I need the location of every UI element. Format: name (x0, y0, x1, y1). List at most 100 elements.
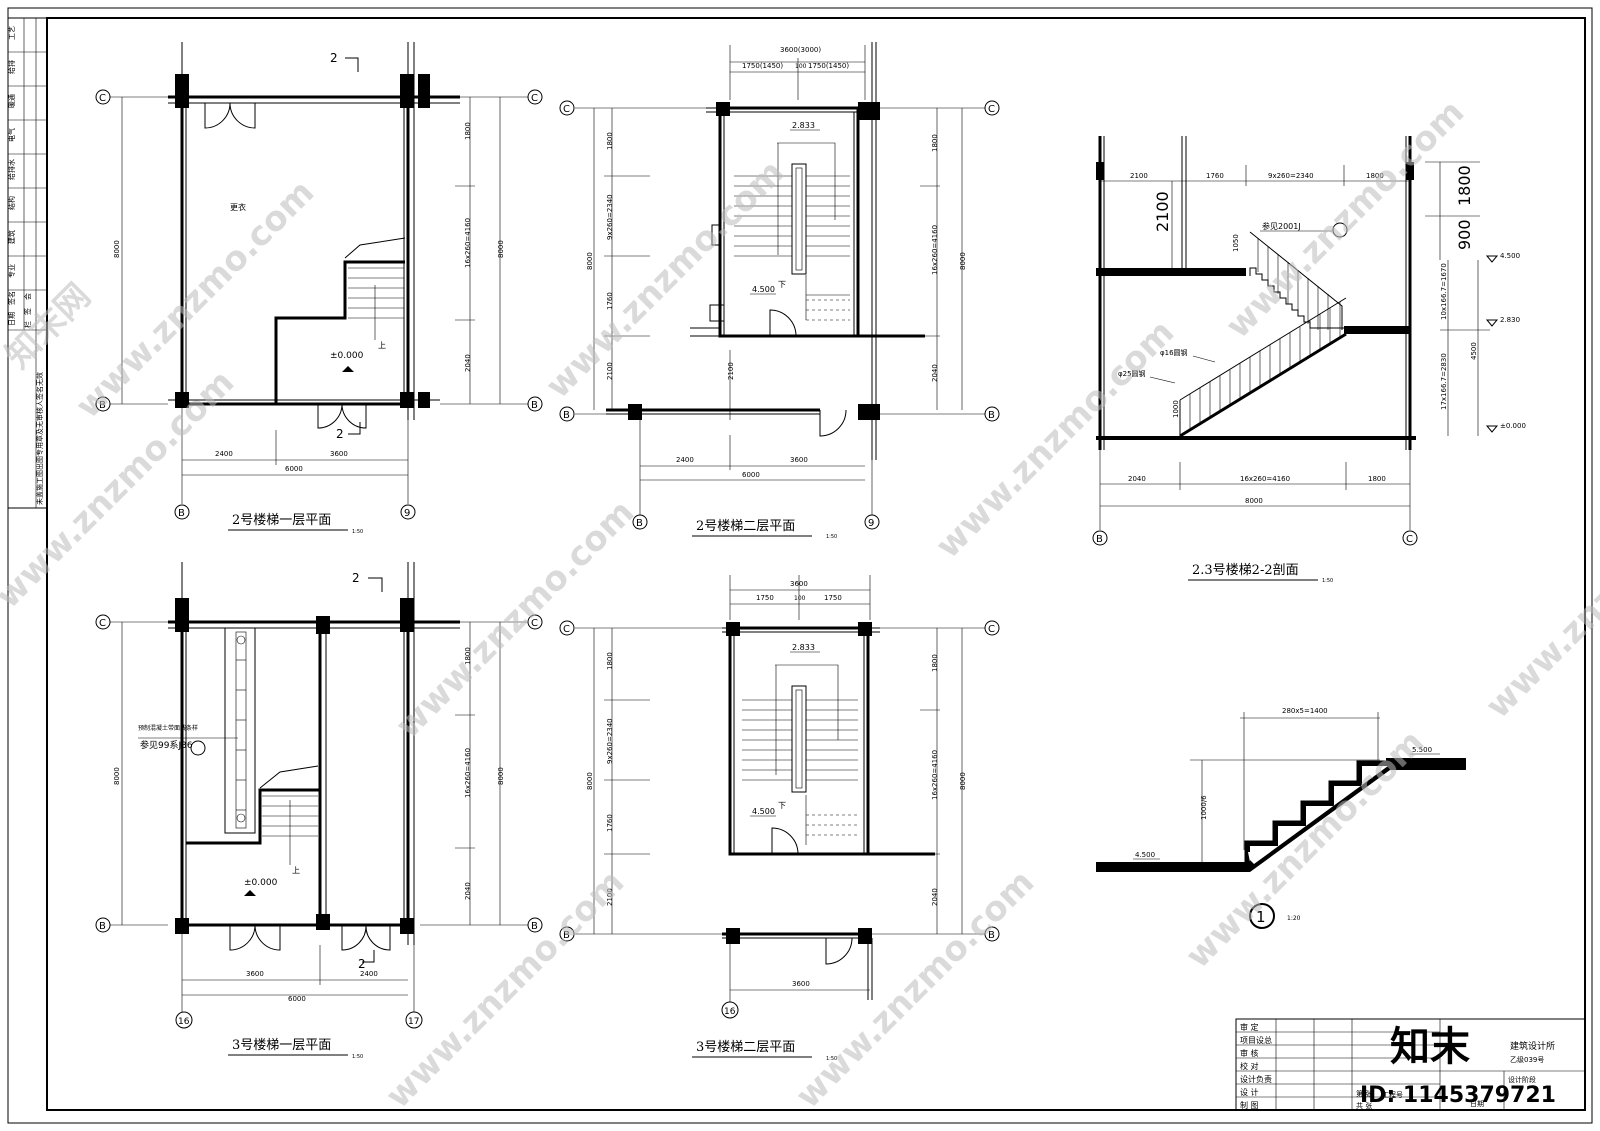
tb-row: 项目设总 (1240, 1035, 1272, 1045)
big-dim-1800: 1800 (1455, 165, 1474, 206)
axis-bubble: 16 (178, 1017, 190, 1027)
sidebar-cell-1: 工艺 (8, 26, 16, 40)
sidebar-cell-10: 日期 (8, 312, 16, 326)
up-arrow-label: 上 (378, 341, 386, 350)
dim: 1760 (1206, 172, 1224, 180)
watermark-logo: 知末 (1390, 1024, 1470, 1070)
sidebar-row-1: 会 (23, 293, 32, 300)
axis-bubble: B (563, 410, 570, 421)
column (418, 74, 430, 108)
column (400, 918, 414, 934)
door-swing-bottom (819, 409, 847, 437)
sidebar-cell-3: 暖通 (7, 94, 16, 108)
dim: 8000 (586, 772, 594, 790)
stair-treads (348, 267, 404, 340)
room-walls (180, 620, 410, 927)
watermark-text: www.znzmo.com (388, 492, 642, 746)
door-swing (771, 827, 799, 855)
level-4500: 4.500 (752, 285, 775, 294)
down-label: 下 (778, 280, 786, 289)
dim: 8000 (113, 767, 121, 785)
level-mark: ±0.000 (330, 351, 364, 361)
column (726, 622, 740, 636)
column (400, 392, 414, 408)
column (316, 914, 330, 930)
plan-stair3-floor1: 预制混凝土带面线条样 参见99系J36 ±0.000 上 2 2 3600 24… (95, 562, 543, 1060)
tb-row: 设 计 (1240, 1087, 1259, 1097)
dim: 10x166.7=1670 (1440, 263, 1448, 320)
dim: 8000 (1245, 497, 1263, 505)
axis-bubble: C (99, 618, 106, 629)
dim: 8000 (586, 252, 594, 270)
big-dim-2100: 2100 (1153, 191, 1172, 232)
level-5500: 5.500 (1412, 746, 1432, 754)
dim-8000-right: 8000 (497, 240, 505, 258)
section-cut-mark-top: 2 (352, 571, 360, 585)
tb-total: 共 张 (1356, 1101, 1372, 1110)
section-cut-mark-bottom: 2 (336, 427, 344, 441)
top-dim-left: 1750(1450) (742, 62, 783, 70)
dim-1050: 1050 (1232, 234, 1240, 252)
plan-stair2-floor2: 2.833 4.500 下 3600(3000) 1750(1450) 100 … (559, 42, 1000, 540)
dim: 9x260=2340 (606, 718, 614, 764)
column (175, 74, 189, 108)
lower-handrail (1179, 297, 1347, 401)
sidebar-signature-column: 工艺 给排 暖通 电气 给排水 结构 建筑 专业 签名 日期 会 签 栏 未盖施… (7, 17, 48, 509)
dim: 16x260=4160 (931, 225, 939, 275)
top-dim-mid: 100 (794, 595, 806, 602)
double-door-bottom (317, 403, 367, 429)
axis-bubble: C (1406, 534, 1413, 545)
dim: 8000 (497, 767, 505, 785)
axis-bubble: B (988, 410, 995, 421)
plan-stair2-floor1: 更衣 ±0.000 上 2 2 2400 3600 6000 1800 16x2… (95, 42, 543, 535)
dim: 1800 (606, 132, 614, 150)
dim-1800: 1800 (464, 122, 472, 140)
big-dim-900: 900 (1455, 219, 1474, 250)
dim: 9x260=2340 (606, 194, 614, 240)
column (726, 928, 740, 944)
watermark-id: ID: 1145379721 (1360, 1083, 1556, 1108)
floor-slab-upper (1096, 268, 1246, 276)
drawing-title: 3号楼梯一层平面 (232, 1038, 331, 1053)
watermark-text: www.znzmo.com (378, 862, 632, 1116)
note-rod25: φ25圆钢 (1118, 369, 1146, 378)
stair-enclosure (274, 260, 405, 404)
down-label: 下 (778, 801, 786, 810)
upper-flight-steps (1249, 267, 1344, 329)
axis-bubble: 17 (408, 1017, 419, 1027)
sidebar-cell-8: 专业 (7, 264, 16, 278)
axis-bubble: B (1096, 534, 1103, 545)
tb-row: 校 对 (1240, 1061, 1259, 1071)
tb-project: 工程号 (1382, 1090, 1403, 1099)
tb-row: 制 图 (1240, 1100, 1259, 1110)
landing-slab (1344, 326, 1410, 334)
stair-walls (728, 626, 870, 856)
double-door (229, 924, 281, 951)
axis-bubble: B (531, 400, 538, 411)
dim-tread: 280x5=1400 (1282, 707, 1328, 715)
note-ref: 参见99系J36 (140, 739, 193, 751)
column (400, 74, 414, 108)
column (858, 928, 872, 944)
drawing-scale: 1:50 (826, 534, 837, 540)
axis-bubble: B (99, 921, 106, 932)
sidebar-row-2: 签 (23, 308, 32, 315)
tb-stage: 设计阶段 (1508, 1075, 1536, 1084)
dim-1000: 1000 (1172, 400, 1180, 418)
door-swing-bottom (825, 937, 853, 965)
step-profile (1096, 758, 1466, 872)
dim: 2400 (676, 456, 694, 464)
plan-stair3-floor2: 2.833 4.500 下 3600 1750 100 1750 1800 9x… (559, 575, 1000, 1062)
watermark-text: www.znzmo.com (788, 862, 1042, 1116)
up-arrow-label: 上 (292, 866, 300, 875)
level-4500: 4.500 (752, 807, 775, 816)
detail-scale: 1:20 (1287, 915, 1301, 922)
column (858, 404, 880, 420)
sidebar-cell-7: 建筑 (7, 230, 16, 244)
dim: 2040 (1128, 475, 1146, 483)
column (175, 918, 189, 934)
drawing-title: 2号楼梯一层平面 (232, 513, 331, 528)
dim-stairs: 16x260=4160 (464, 218, 472, 268)
upper-handrail (1249, 231, 1343, 330)
